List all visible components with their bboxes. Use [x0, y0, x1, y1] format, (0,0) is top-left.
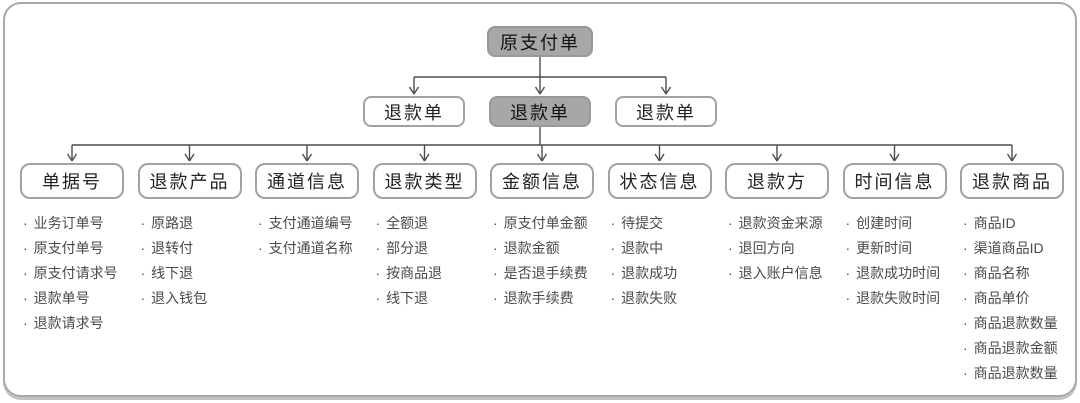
- field-item: 退款资金来源: [728, 211, 829, 236]
- field-item: 业务订单号: [23, 211, 124, 236]
- field-item: 退款成功: [611, 261, 712, 286]
- field-item: 原路退: [141, 211, 242, 236]
- field-list: 创建时间 更新时间 退款成功时间 退款失败时间: [843, 211, 947, 311]
- group-header-time-info: 时间信息: [842, 163, 947, 199]
- field-item: 待提交: [611, 211, 712, 236]
- level-2-row: 退款单 退款单 退款单: [0, 96, 1080, 127]
- field-item: 支付通道名称: [258, 236, 359, 261]
- field-item: 退款单号: [23, 286, 124, 311]
- field-item: 更新时间: [846, 236, 947, 261]
- group-header-refund-type: 退款类型: [372, 163, 477, 199]
- field-list: 退款资金来源 退回方向 退入账户信息: [725, 211, 829, 286]
- node-original-payment-order: 原支付单: [487, 26, 593, 57]
- group-refund-goods: 退款商品 商品ID 渠道商品ID 商品名称 商品单价 商品退款数量 商品退款金额…: [960, 163, 1064, 386]
- node-refund-order-left: 退款单: [363, 96, 465, 127]
- field-item: 全额退: [376, 211, 477, 236]
- group-header-document-numbers: 单据号: [20, 163, 124, 199]
- group-amount-info: 金额信息 原支付单金额 退款金额 是否退手续费 退款手续费: [490, 163, 594, 386]
- field-item: 退入钱包: [141, 286, 242, 311]
- field-item: 退款失败: [611, 286, 712, 311]
- group-header-amount-info: 金额信息: [490, 163, 594, 199]
- field-item: 商品退款数量: [963, 361, 1064, 386]
- field-item: 退款手续费: [493, 286, 594, 311]
- node-refund-order-selected: 退款单: [489, 96, 591, 127]
- field-list: 业务订单号 原支付单号 原支付请求号 退款单号 退款请求号: [20, 211, 124, 336]
- field-list: 待提交 退款中 退款成功 退款失败: [608, 211, 712, 311]
- field-item: 渠道商品ID: [963, 236, 1064, 261]
- group-refund-party: 退款方 退款资金来源 退回方向 退入账户信息: [725, 163, 829, 386]
- group-header-refund-goods: 退款商品: [960, 163, 1064, 199]
- group-time-info: 时间信息 创建时间 更新时间 退款成功时间 退款失败时间: [842, 163, 947, 386]
- field-item: 创建时间: [846, 211, 947, 236]
- field-item: 商品退款数量: [963, 311, 1064, 336]
- group-channel-info: 通道信息 支付通道编号 支付通道名称: [255, 163, 359, 386]
- field-item: 退转付: [141, 236, 242, 261]
- group-header-refund-party: 退款方: [725, 163, 829, 199]
- group-status-info: 状态信息 待提交 退款中 退款成功 退款失败: [607, 163, 712, 386]
- field-list: 全额退 部分退 按商品退 线下退: [373, 211, 477, 311]
- field-item: 是否退手续费: [493, 261, 594, 286]
- field-item: 线下退: [376, 286, 477, 311]
- field-list: 原路退 退转付 线下退 退入钱包: [138, 211, 242, 311]
- field-item: 退款请求号: [23, 311, 124, 336]
- field-item: 原支付单金额: [493, 211, 594, 236]
- field-item: 按商品退: [376, 261, 477, 286]
- field-list: 支付通道编号 支付通道名称: [255, 211, 359, 261]
- field-item: 商品退款金额: [963, 336, 1064, 361]
- field-list: 商品ID 渠道商品ID 商品名称 商品单价 商品退款数量 商品退款金额 商品退款…: [960, 211, 1064, 386]
- field-item: 退款金额: [493, 236, 594, 261]
- attribute-groups-row: 单据号 业务订单号 原支付单号 原支付请求号 退款单号 退款请求号 退款产品 原…: [20, 163, 1064, 386]
- group-document-numbers: 单据号 业务订单号 原支付单号 原支付请求号 退款单号 退款请求号: [20, 163, 124, 386]
- field-item: 退款成功时间: [846, 261, 947, 286]
- node-refund-order-right: 退款单: [615, 96, 717, 127]
- field-item: 商品名称: [963, 261, 1064, 286]
- field-item: 部分退: [376, 236, 477, 261]
- field-item: 退款中: [611, 236, 712, 261]
- group-header-refund-product: 退款产品: [137, 163, 242, 199]
- group-header-status-info: 状态信息: [607, 163, 712, 199]
- field-item: 退入账户信息: [728, 261, 829, 286]
- field-item: 退回方向: [728, 236, 829, 261]
- field-item: 原支付请求号: [23, 261, 124, 286]
- field-item: 线下退: [141, 261, 242, 286]
- field-item: 商品ID: [963, 211, 1064, 236]
- field-item: 退款失败时间: [846, 286, 947, 311]
- group-refund-product: 退款产品 原路退 退转付 线下退 退入钱包: [137, 163, 242, 386]
- level-1-row: 原支付单: [0, 26, 1080, 57]
- diagram-frame: [3, 2, 1077, 397]
- field-item: 商品单价: [963, 286, 1064, 311]
- field-item: 原支付单号: [23, 236, 124, 261]
- group-header-channel-info: 通道信息: [255, 163, 359, 199]
- group-refund-type: 退款类型 全额退 部分退 按商品退 线下退: [372, 163, 477, 386]
- field-list: 原支付单金额 退款金额 是否退手续费 退款手续费: [490, 211, 594, 311]
- field-item: 支付通道编号: [258, 211, 359, 236]
